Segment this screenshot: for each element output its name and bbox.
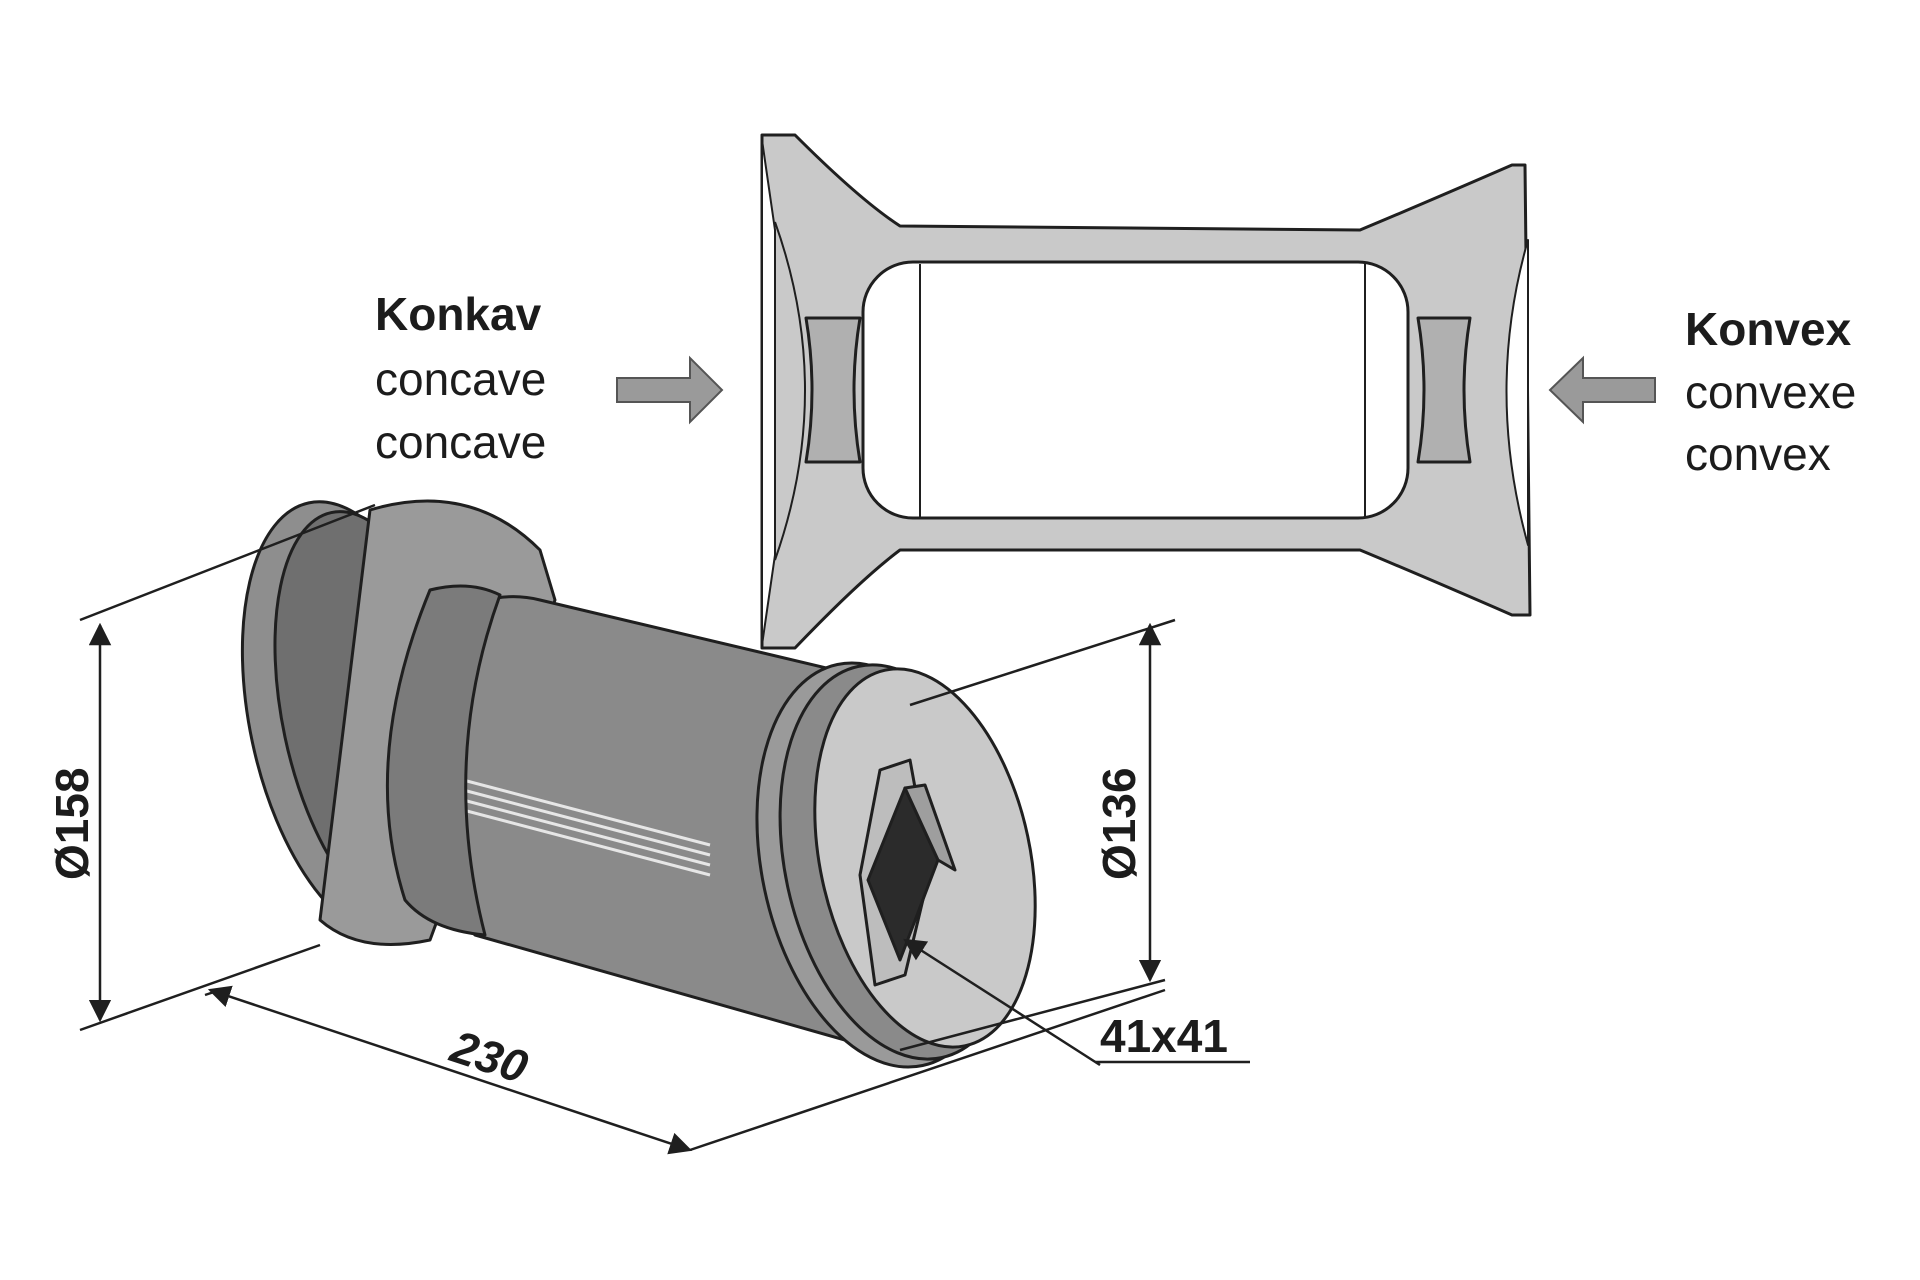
konvex-arrow <box>1548 355 1656 425</box>
bore-leader <box>903 938 1101 1067</box>
length-label: 230 <box>444 1020 534 1094</box>
o158-ext-top <box>79 503 376 622</box>
concave-end-curve <box>774 221 806 561</box>
left-barrel-ring <box>385 584 502 937</box>
l230-ext-right <box>689 988 1166 1152</box>
bore-size-label: 41x41 <box>1100 1010 1228 1062</box>
konvex-line-1: convexe <box>1685 366 1856 418</box>
cross-section-view <box>760 133 1532 650</box>
square-bore-edge <box>903 783 957 872</box>
dimension-lines <box>79 503 1250 1155</box>
convex-insert <box>1416 316 1472 464</box>
konvex-label-group: Konvex convexe convex <box>1548 303 1856 480</box>
barrel-highlight <box>424 768 711 877</box>
konvex-line-2: convex <box>1685 428 1831 480</box>
o136-ext-top <box>909 618 1176 707</box>
konkav-line-2: concave <box>375 416 546 468</box>
o136-ext-bottom <box>899 978 1166 1052</box>
inner-diameter-label: Ø136 <box>1093 767 1145 880</box>
concave-insert <box>804 316 862 464</box>
spool-3d-view <box>240 499 1037 1069</box>
konkav-label-group: Konkav concave concave <box>375 288 724 468</box>
konkav-arrow <box>616 355 724 425</box>
convex-end-face <box>1505 239 1529 546</box>
konkav-title: Konkav <box>375 288 542 340</box>
konvex-title: Konvex <box>1685 303 1852 355</box>
l230-dim-line <box>207 985 693 1155</box>
section-bore <box>861 260 1410 520</box>
concave-end-face <box>761 139 776 646</box>
outer-diameter-label: Ø158 <box>46 767 98 880</box>
o158-ext-bottom <box>79 943 321 1032</box>
konkav-line-1: concave <box>375 353 546 405</box>
